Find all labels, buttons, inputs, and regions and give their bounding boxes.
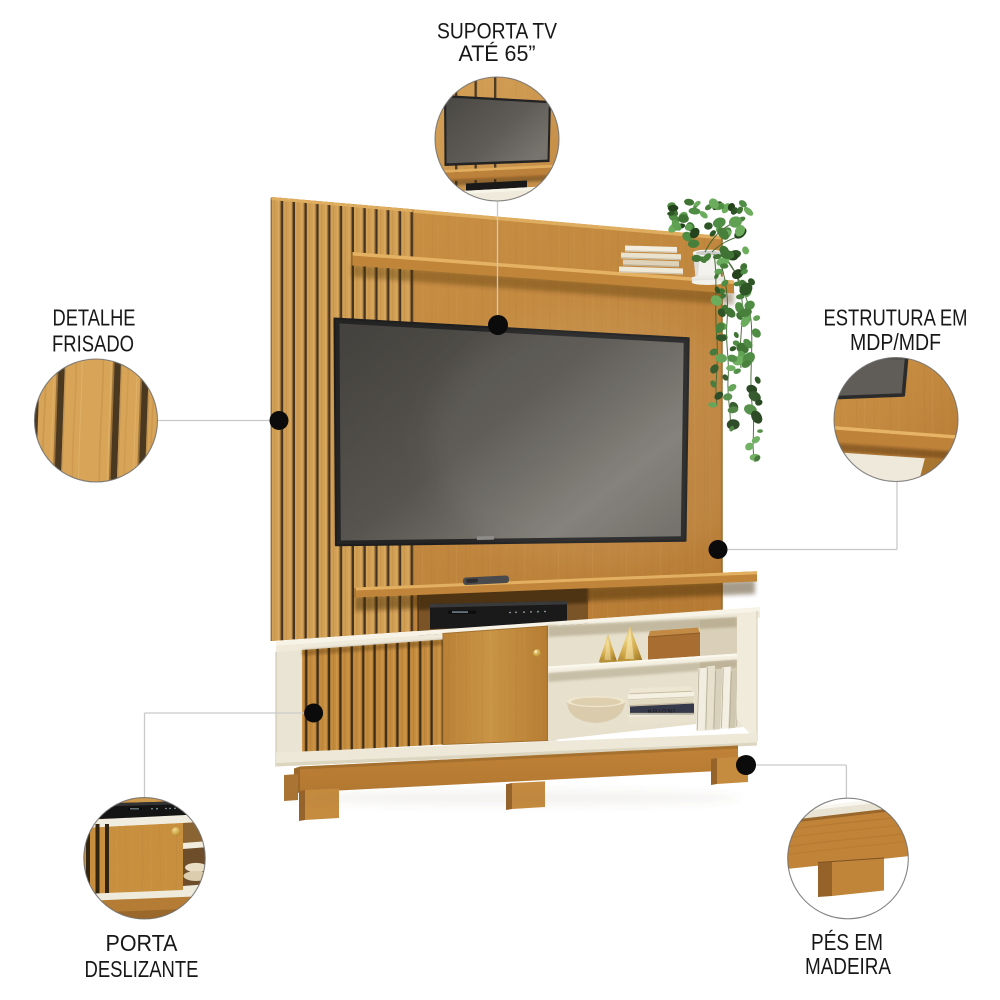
svg-text:SUPORTA TV: SUPORTA TV (437, 19, 557, 44)
svg-text:DESLIZANTE: DESLIZANTE (85, 956, 199, 982)
svg-text:MADEIRA: MADEIRA (805, 953, 892, 979)
svg-text:MDP/MDF: MDP/MDF (850, 329, 941, 355)
svg-text:DETALHE: DETALHE (53, 305, 136, 331)
svg-text:PORTA: PORTA (106, 930, 179, 956)
svg-text:ATÉ 65”: ATÉ 65” (459, 41, 536, 66)
svg-text:ESTRUTURA EM: ESTRUTURA EM (824, 305, 968, 331)
svg-text:BRIONI: BRIONI (648, 708, 677, 716)
svg-text:PÉS EM: PÉS EM (811, 929, 883, 955)
svg-text:FRISADO: FRISADO (52, 331, 134, 357)
